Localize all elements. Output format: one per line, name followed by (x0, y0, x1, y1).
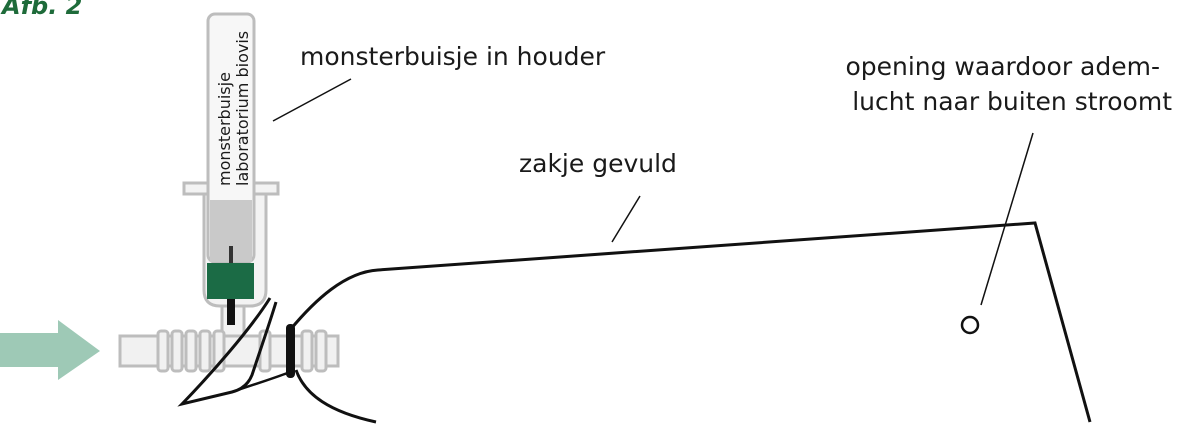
tube-stopper (207, 263, 254, 299)
figure-title: Afb. 2 (0, 0, 82, 20)
label-tube-holder: monsterbuisje in houder (300, 42, 606, 71)
label-bag-filled: zakje gevuld (519, 149, 677, 178)
bag-opening (960, 315, 980, 335)
airflow-arrow (0, 320, 100, 380)
tube-text-line2: laboratorium biovis (233, 31, 252, 186)
leader-tube-holder (272, 78, 352, 122)
needle (227, 299, 235, 325)
connector-pipe (118, 329, 340, 373)
clamp-band (286, 324, 295, 378)
label-opening-line1: opening waardoor adem- (845, 52, 1160, 81)
leader-opening (980, 132, 1034, 306)
label-opening-line2: lucht naar buiten stroomt (852, 87, 1172, 116)
leader-bag-filled (611, 195, 641, 243)
bag-outline (288, 221, 1092, 423)
sample-tube (206, 12, 256, 264)
bag-left-fold (231, 370, 291, 394)
tube-text-line1: monsterbuisje (215, 72, 234, 186)
bag-lower-flap (294, 369, 377, 424)
